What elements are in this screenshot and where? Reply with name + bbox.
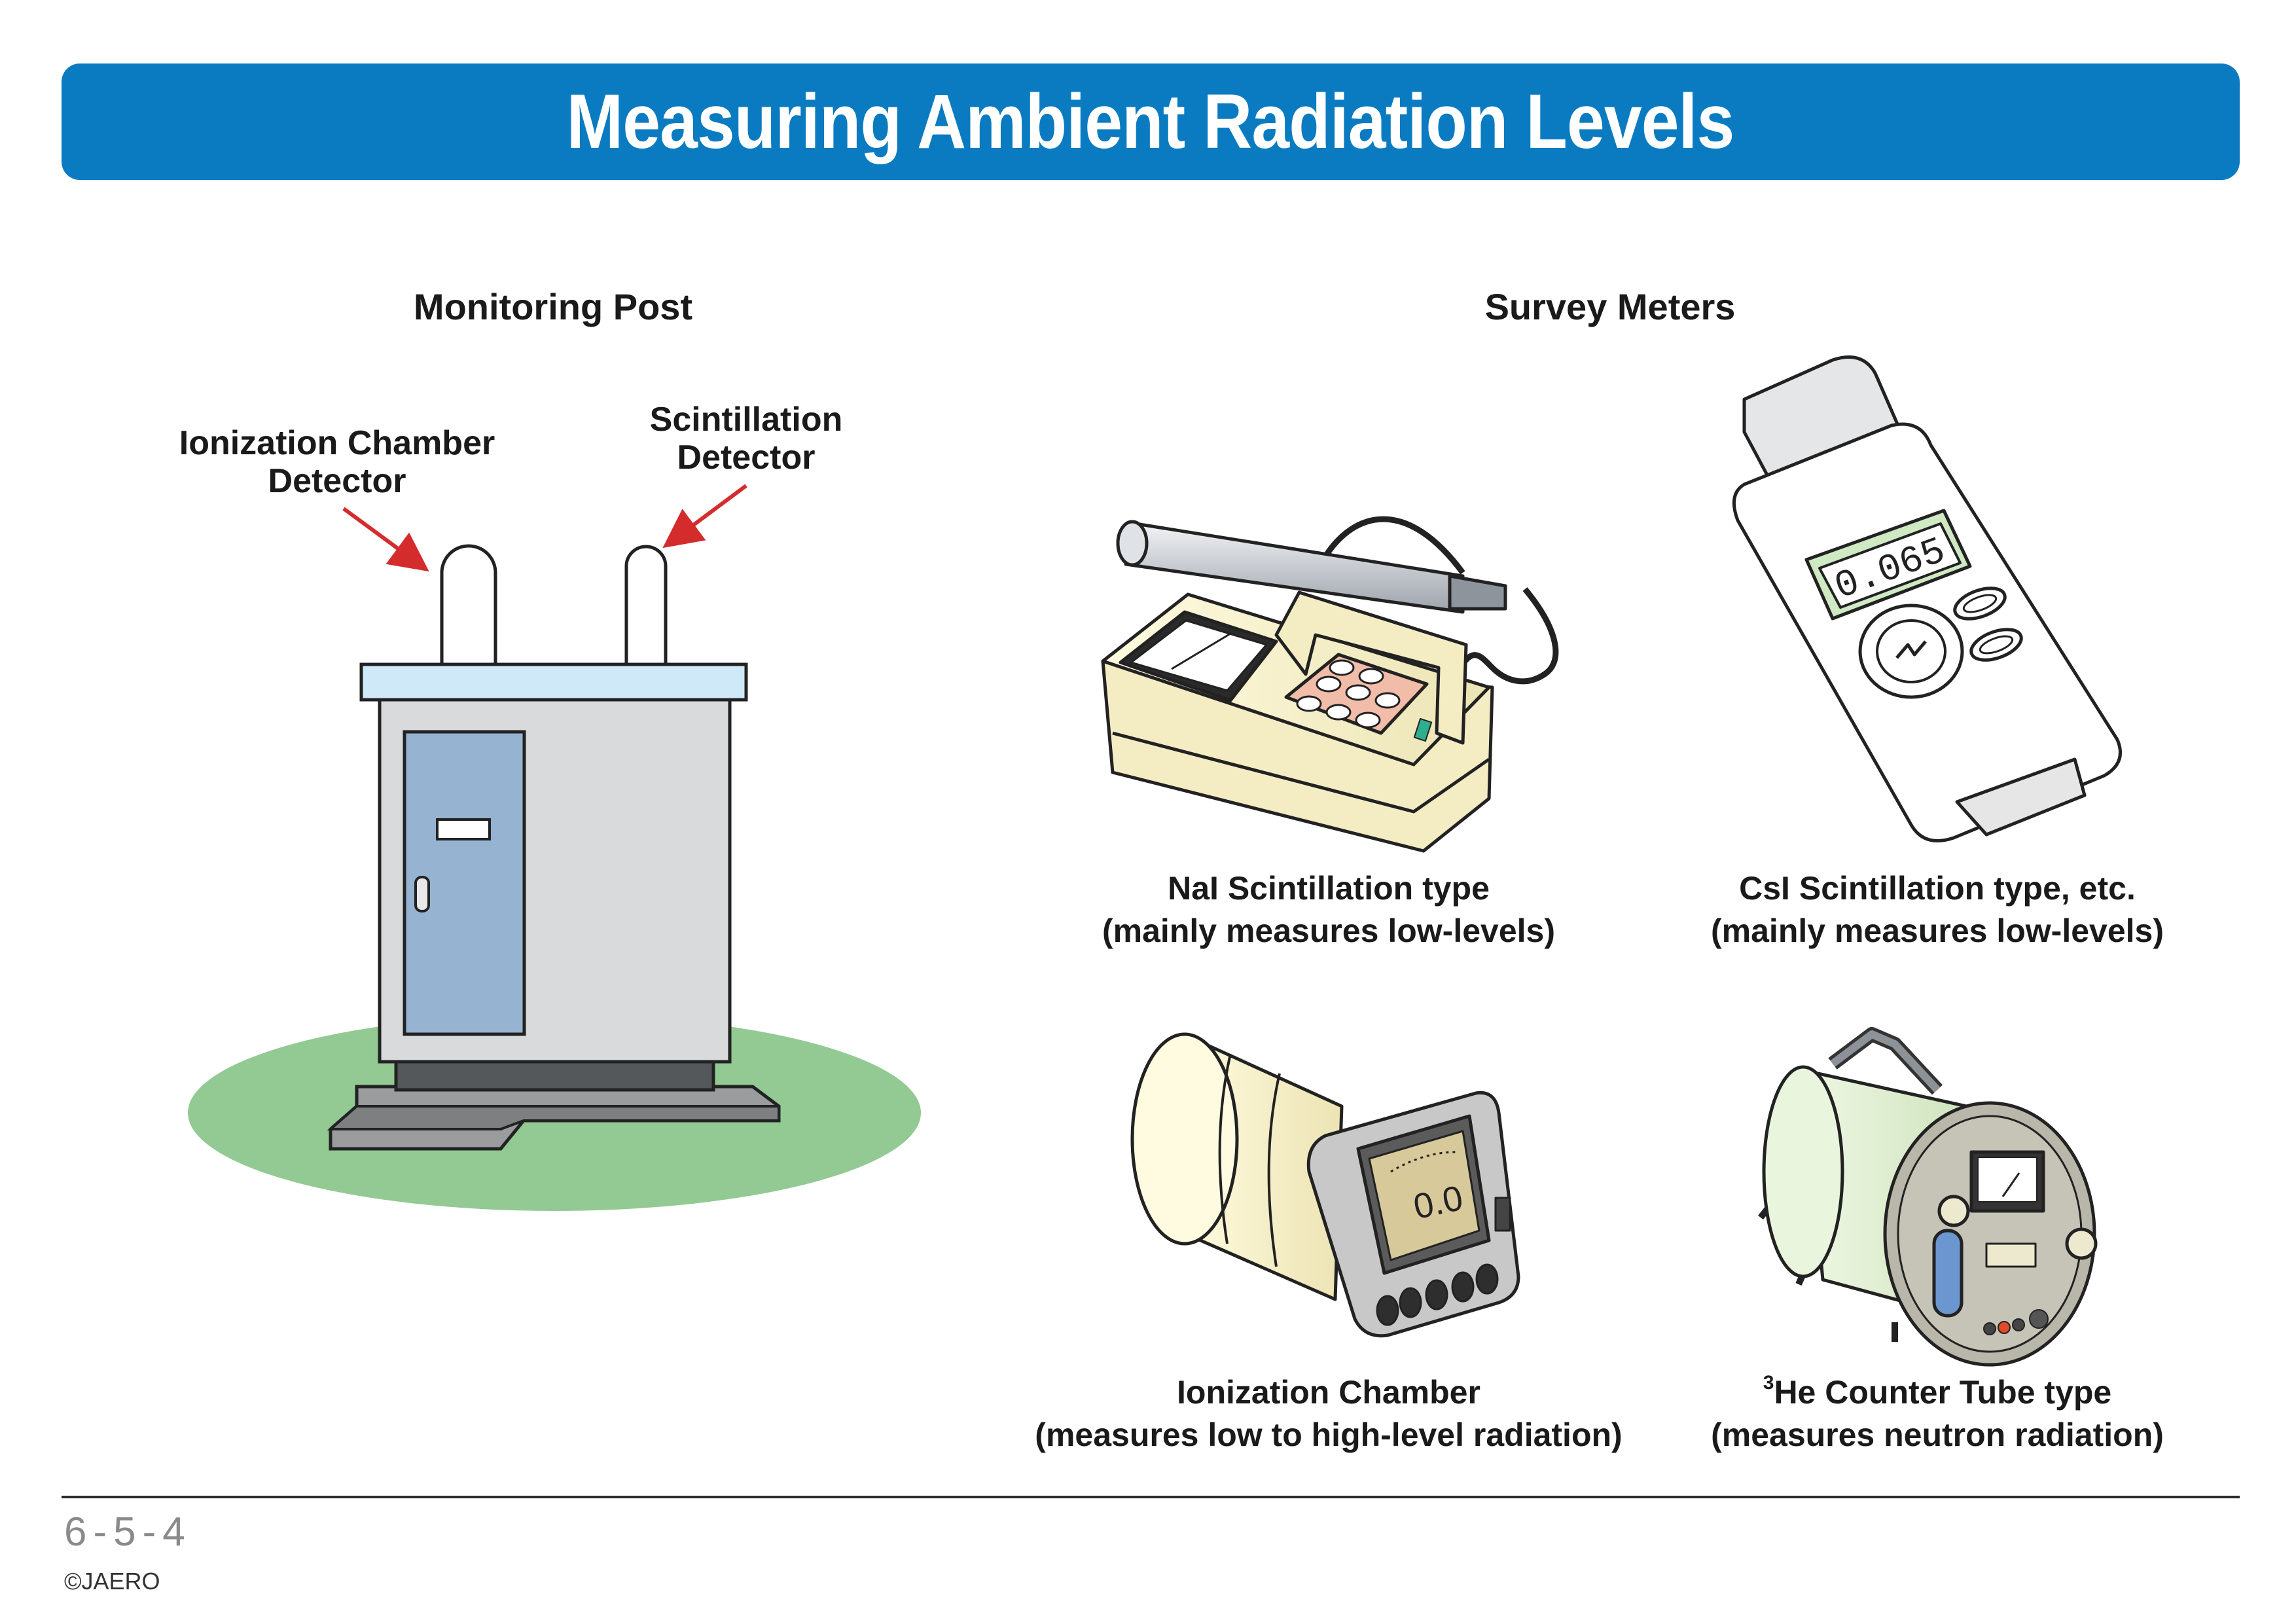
ionization-chamber-detector-label: Ionization Chamber Detector xyxy=(179,424,495,501)
he-caption-line1: 3He Counter Tube type xyxy=(1763,1372,2112,1411)
ionization-caption: Ionization Chamber (measures low to high… xyxy=(995,1371,1662,1456)
he-caption-line2: (measures neutron radiation) xyxy=(1711,1416,2164,1453)
scintillation-arrow xyxy=(662,484,747,549)
csi-caption: CsI Scintillation type, etc. (mainly mea… xyxy=(1623,867,2251,952)
ionization-chamber-meter: 0.0 xyxy=(1130,1032,1520,1338)
he-counter-meter xyxy=(1758,1027,2098,1367)
csi-caption-line1: CsI Scintillation type, etc. xyxy=(1739,870,2136,907)
detector-cable xyxy=(1454,587,1559,685)
ionization-caption-line2: (measures low to high-level radiation) xyxy=(1035,1416,1623,1453)
nai-scintillation-meter xyxy=(1101,516,1559,853)
survey-meters-title: Survey Meters xyxy=(1484,286,1736,327)
scintillation-detector xyxy=(624,545,668,670)
csi-scintillation-meter: 0.065 xyxy=(1732,355,2122,842)
footer-divider xyxy=(62,1496,2240,1498)
copyright: ©JAERO xyxy=(64,1568,160,1595)
he-superscript: 3 xyxy=(1763,1372,1774,1394)
ionization-arrow xyxy=(342,507,429,572)
page-title: Measuring Ambient Radiation Levels xyxy=(567,79,1735,165)
he-caption: 3He Counter Tube type (measures neutron … xyxy=(1623,1371,2251,1456)
nai-caption: NaI Scintillation type (mainly measures … xyxy=(1014,867,1643,952)
monitoring-post-illustration xyxy=(188,484,921,1211)
nai-caption-line1: NaI Scintillation type xyxy=(1168,870,1490,907)
scintillation-detector-label: Scintillation Detector xyxy=(649,401,843,477)
nai-caption-line2: (mainly measures low-levels) xyxy=(1102,912,1555,949)
cabinet-roof xyxy=(359,662,748,702)
ionization-caption-line1: Ionization Chamber xyxy=(1177,1374,1480,1411)
ionization-chamber-detector xyxy=(440,544,497,670)
title-banner: Measuring Ambient Radiation Levels xyxy=(62,63,2240,180)
he-blue-connector xyxy=(1932,1229,1964,1318)
page-number: 6-5-4 xyxy=(64,1509,192,1555)
csi-caption-line2: (mainly measures low-levels) xyxy=(1711,912,2164,949)
door-handle xyxy=(414,876,430,912)
monitoring-post-title: Monitoring Post xyxy=(413,286,693,327)
